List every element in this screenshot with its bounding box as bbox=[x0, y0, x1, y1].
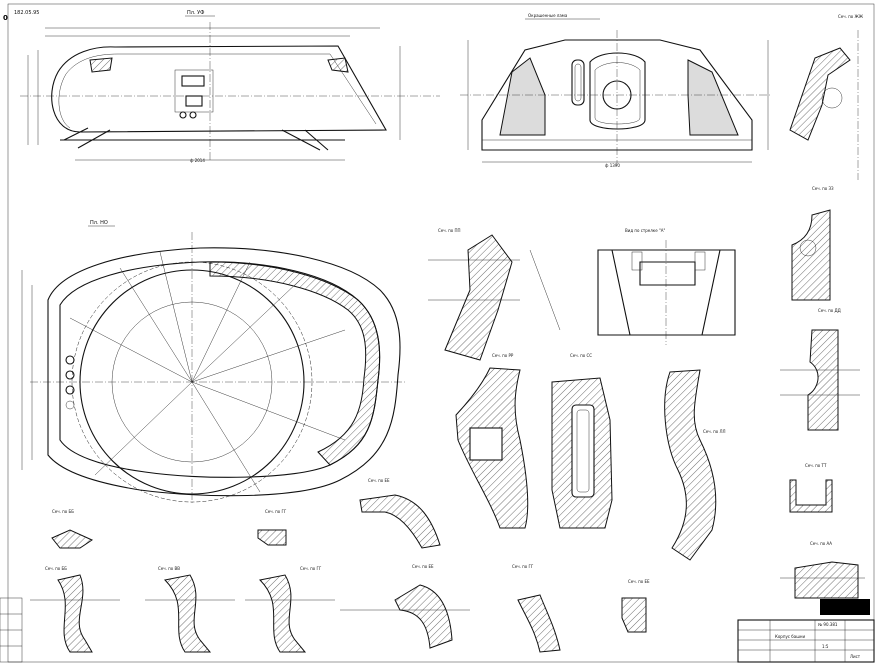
bottom-section-3: Сеч. по ГГ bbox=[245, 566, 335, 653]
svg-text:Сеч. по ЛЛ: Сеч. по ЛЛ bbox=[703, 429, 726, 434]
section-pp: Сеч. по ПП bbox=[428, 228, 561, 361]
plan-view: Пл. НО bbox=[21, 220, 405, 505]
title-part-name: Корпус башни bbox=[775, 634, 805, 639]
section-gg-mid: Сеч. по ГГ bbox=[257, 509, 287, 546]
title-scale: 1:5 bbox=[822, 644, 829, 649]
svg-text:Сеч. по ГГ: Сеч. по ГГ bbox=[512, 564, 534, 569]
bottom-section-5: Сеч. по ГГ bbox=[512, 564, 561, 653]
svg-text:Сеч. по ВВ: Сеч. по ВВ bbox=[158, 566, 180, 571]
svg-text:Сеч. по ЗЗ: Сеч. по ЗЗ bbox=[812, 186, 834, 191]
left-strip bbox=[0, 597, 23, 663]
redaction-bar bbox=[820, 599, 870, 615]
bottom-section-6: Сеч. по ЕЕ bbox=[621, 579, 650, 633]
svg-text:Сеч. по РР: Сеч. по РР bbox=[492, 353, 514, 358]
svg-text:Сеч. по СС: Сеч. по СС bbox=[570, 353, 592, 358]
section-rr: Сеч. по РР bbox=[455, 353, 529, 529]
svg-text:Сеч. по ГГ: Сеч. по ГГ bbox=[265, 509, 287, 514]
bottom-section-2: Сеч. по ВВ bbox=[145, 566, 235, 653]
section-zz: Сеч. по ЗЗ bbox=[791, 186, 834, 301]
svg-text:Сеч. по ЕЕ: Сеч. по ЕЕ bbox=[628, 579, 650, 584]
bottom-section-1: Сеч. по ББ bbox=[30, 566, 120, 653]
svg-text:Сеч. по ГГ: Сеч. по ГГ bbox=[300, 566, 322, 571]
svg-text:Сеч. по ДД: Сеч. по ДД bbox=[818, 308, 841, 313]
view-arrow-a: Вид по стрелке "А" bbox=[597, 228, 736, 345]
rear-view: Окрашенные лама ф 1390 bbox=[460, 13, 770, 168]
svg-text:Сеч. по АА: Сеч. по АА bbox=[810, 541, 832, 546]
side-view-title: Пл. УФ bbox=[187, 10, 205, 16]
title-sheet-code: Лист bbox=[850, 654, 861, 659]
svg-text:Сеч. по ЕЕ: Сеч. по ЕЕ bbox=[412, 564, 434, 569]
section-tt: Сеч. по ТТ bbox=[789, 463, 833, 513]
section-ss: Сеч. по СС bbox=[551, 353, 613, 529]
svg-text:Сеч. по ЖЖ: Сеч. по ЖЖ bbox=[838, 14, 864, 19]
top-left-number: 182.05.95 bbox=[14, 10, 39, 16]
svg-text:Сеч. по ПП: Сеч. по ПП bbox=[438, 228, 461, 233]
bottom-section-4: Сеч. по ЕЕ bbox=[340, 564, 470, 649]
section-ll: Сеч. по ЛЛ bbox=[664, 369, 726, 561]
svg-text:Сеч. по ТТ: Сеч. по ТТ bbox=[805, 463, 827, 468]
plan-view-title: Пл. НО bbox=[90, 220, 108, 226]
title-block: Корпус башни 1:5 Лист № 90.381 bbox=[737, 599, 875, 663]
svg-text:Вид по стрелке "А": Вид по стрелке "А" bbox=[625, 228, 666, 233]
section-ee: Сеч. по ЕЕ bbox=[359, 478, 441, 549]
section-aa-right: Сеч. по АА bbox=[780, 541, 865, 599]
section-zhzh: Сеч. по ЖЖ bbox=[789, 14, 864, 180]
svg-text:ф 1390: ф 1390 bbox=[605, 163, 620, 168]
svg-text:Сеч. по ББ: Сеч. по ББ bbox=[52, 509, 74, 514]
sheet-border bbox=[7, 3, 875, 663]
corner-label: 0 bbox=[3, 14, 8, 22]
section-bb-small: Сеч. по ББ bbox=[51, 509, 94, 549]
top-right-label: Окрашенные лама bbox=[528, 13, 568, 18]
svg-text:Сеч. по ББ: Сеч. по ББ bbox=[45, 566, 67, 571]
section-dd: Сеч. по ДД bbox=[780, 308, 860, 431]
side-view: Пл. УФ ф 2014 bbox=[20, 10, 440, 163]
drawing-number: № 90.381 bbox=[818, 622, 838, 627]
svg-text:Сеч. по ЕЕ: Сеч. по ЕЕ bbox=[368, 478, 390, 483]
svg-text:ф 2014: ф 2014 bbox=[190, 158, 205, 163]
